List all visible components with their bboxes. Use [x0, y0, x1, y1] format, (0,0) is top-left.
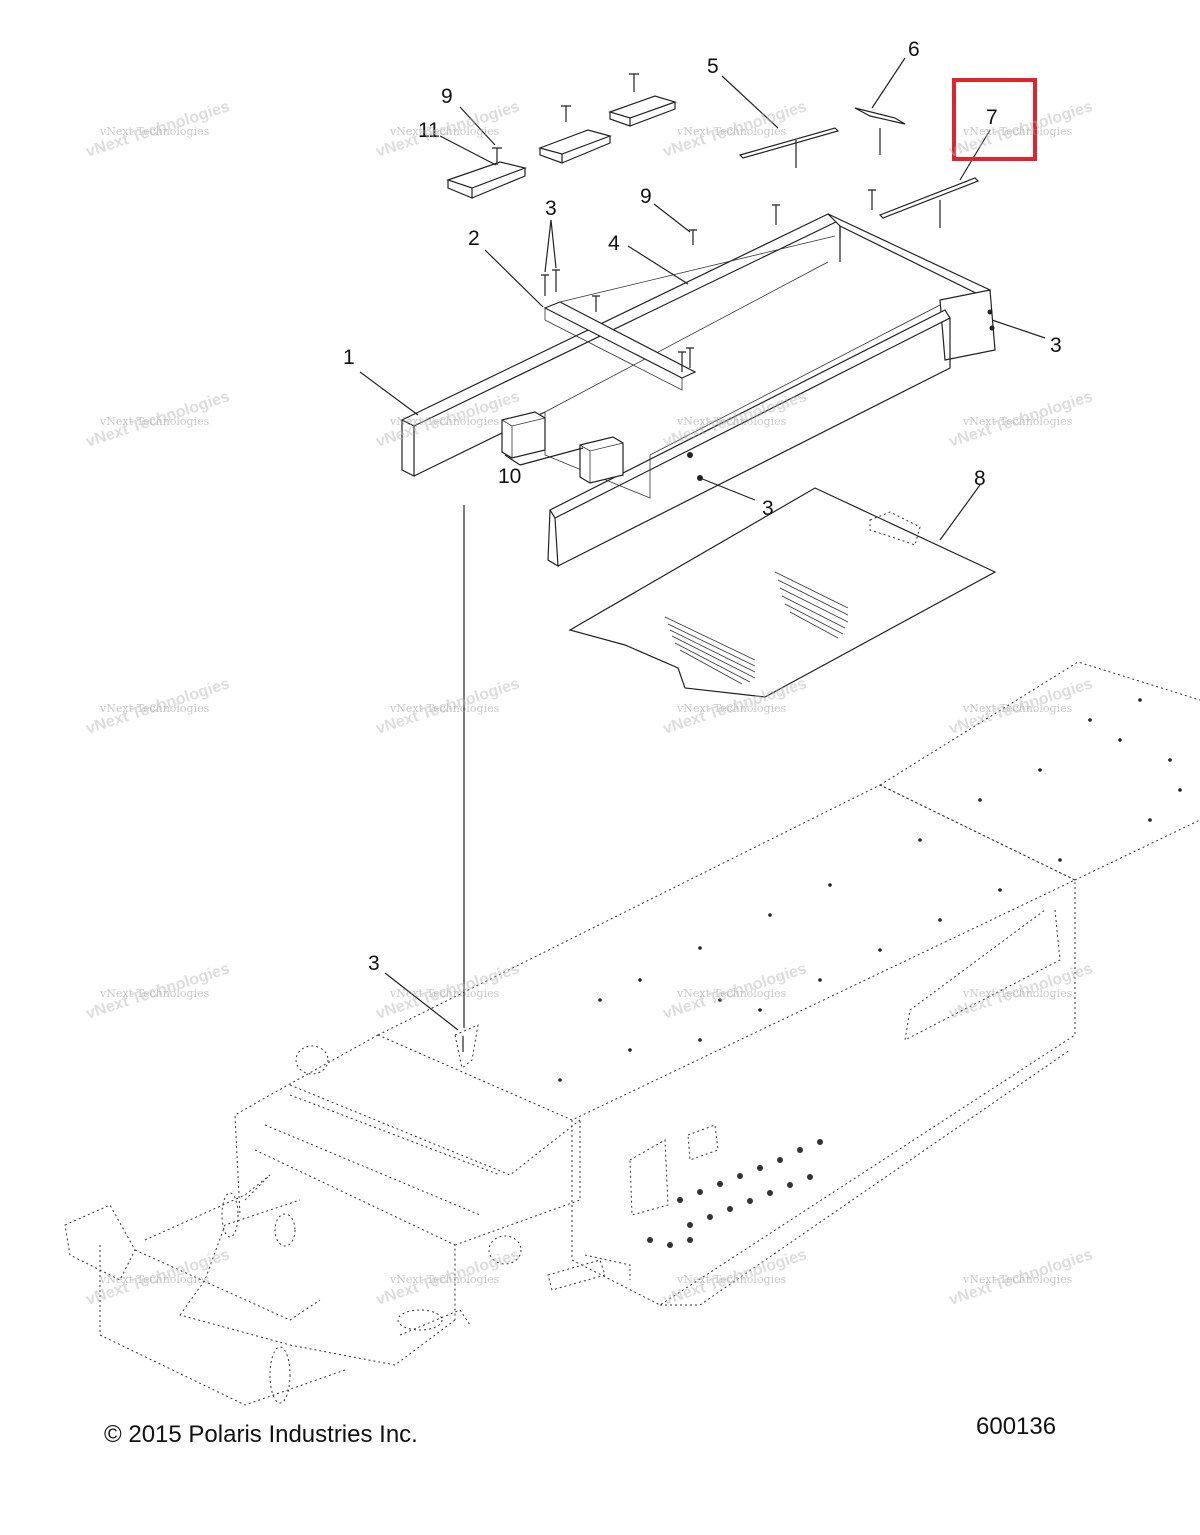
watermark-text: vNext Technologies [99, 415, 210, 428]
watermark-text: vNext Technologies [676, 125, 787, 138]
highlight-box-part-7 [952, 78, 1037, 161]
callout-11: 11 [418, 119, 440, 142]
watermark-text: vNext Technologies [676, 702, 787, 715]
watermark-text: vNext Technologies [962, 987, 1073, 1000]
side-wall-holes [647, 1139, 823, 1248]
watermark-text: vNext Technologies [962, 125, 1073, 138]
callout-7: 7 [986, 106, 998, 129]
watermark-text: vNext Technologies [389, 415, 500, 428]
watermark-text: vNext Technologies [962, 415, 1073, 428]
watermark-text: vNext Technologies [99, 1273, 210, 1286]
copyright-text: © 2015 Polaris Industries Inc. [104, 1421, 418, 1448]
callout-2: 2 [468, 227, 480, 250]
callout-3-top: 3 [545, 197, 557, 220]
bracket-part-11 [446, 95, 677, 199]
callout-3-mid: 3 [762, 497, 774, 520]
watermark-text: vNext Technologies [389, 702, 500, 715]
strip-part-7 [878, 177, 980, 228]
callout-3-bottom: 3 [368, 952, 380, 975]
rack-frame-assembly [400, 189, 996, 568]
callout-4: 4 [608, 232, 620, 255]
watermark-text: vNext Technologies [676, 1273, 787, 1286]
figure-number: 600136 [976, 1413, 1056, 1440]
callout-6: 6 [908, 38, 920, 61]
watermark-text: vNext Technologies [389, 125, 500, 138]
watermark-text: vNext Technologies [99, 987, 210, 1000]
callout-labels: 1 2 3 3 3 3 4 5 6 7 8 9 9 10 11 [343, 38, 1062, 975]
watermark-text: vNext Technologies [389, 1273, 500, 1286]
tunnel-rivets [558, 698, 1182, 1082]
watermark-text: vNext Technologies [99, 702, 210, 715]
watermark-text: vNext Technologies [99, 125, 210, 138]
watermark-text: vNext Technologies [389, 987, 500, 1000]
callout-1: 1 [343, 346, 355, 369]
watermark-text: vNext Technologies [962, 1273, 1073, 1286]
callout-9-top: 9 [441, 85, 453, 108]
watermark-text: vNext Technologies [962, 702, 1073, 715]
strip-part-5 [738, 127, 840, 168]
callout-5: 5 [707, 55, 719, 78]
chassis-tunnel [64, 661, 1200, 1406]
mat-part-8 [568, 487, 997, 698]
watermark-text: vNext Technologies [676, 415, 787, 428]
callout-9-mid: 9 [640, 185, 652, 208]
bolt-set [492, 73, 639, 165]
callout-3-right: 3 [1050, 334, 1062, 357]
callout-10: 10 [498, 465, 521, 488]
leader-lines [359, 57, 1046, 1031]
strip-part-6 [854, 107, 906, 155]
watermark-text: vNext Technologies [676, 987, 787, 1000]
callout-8: 8 [974, 467, 986, 490]
